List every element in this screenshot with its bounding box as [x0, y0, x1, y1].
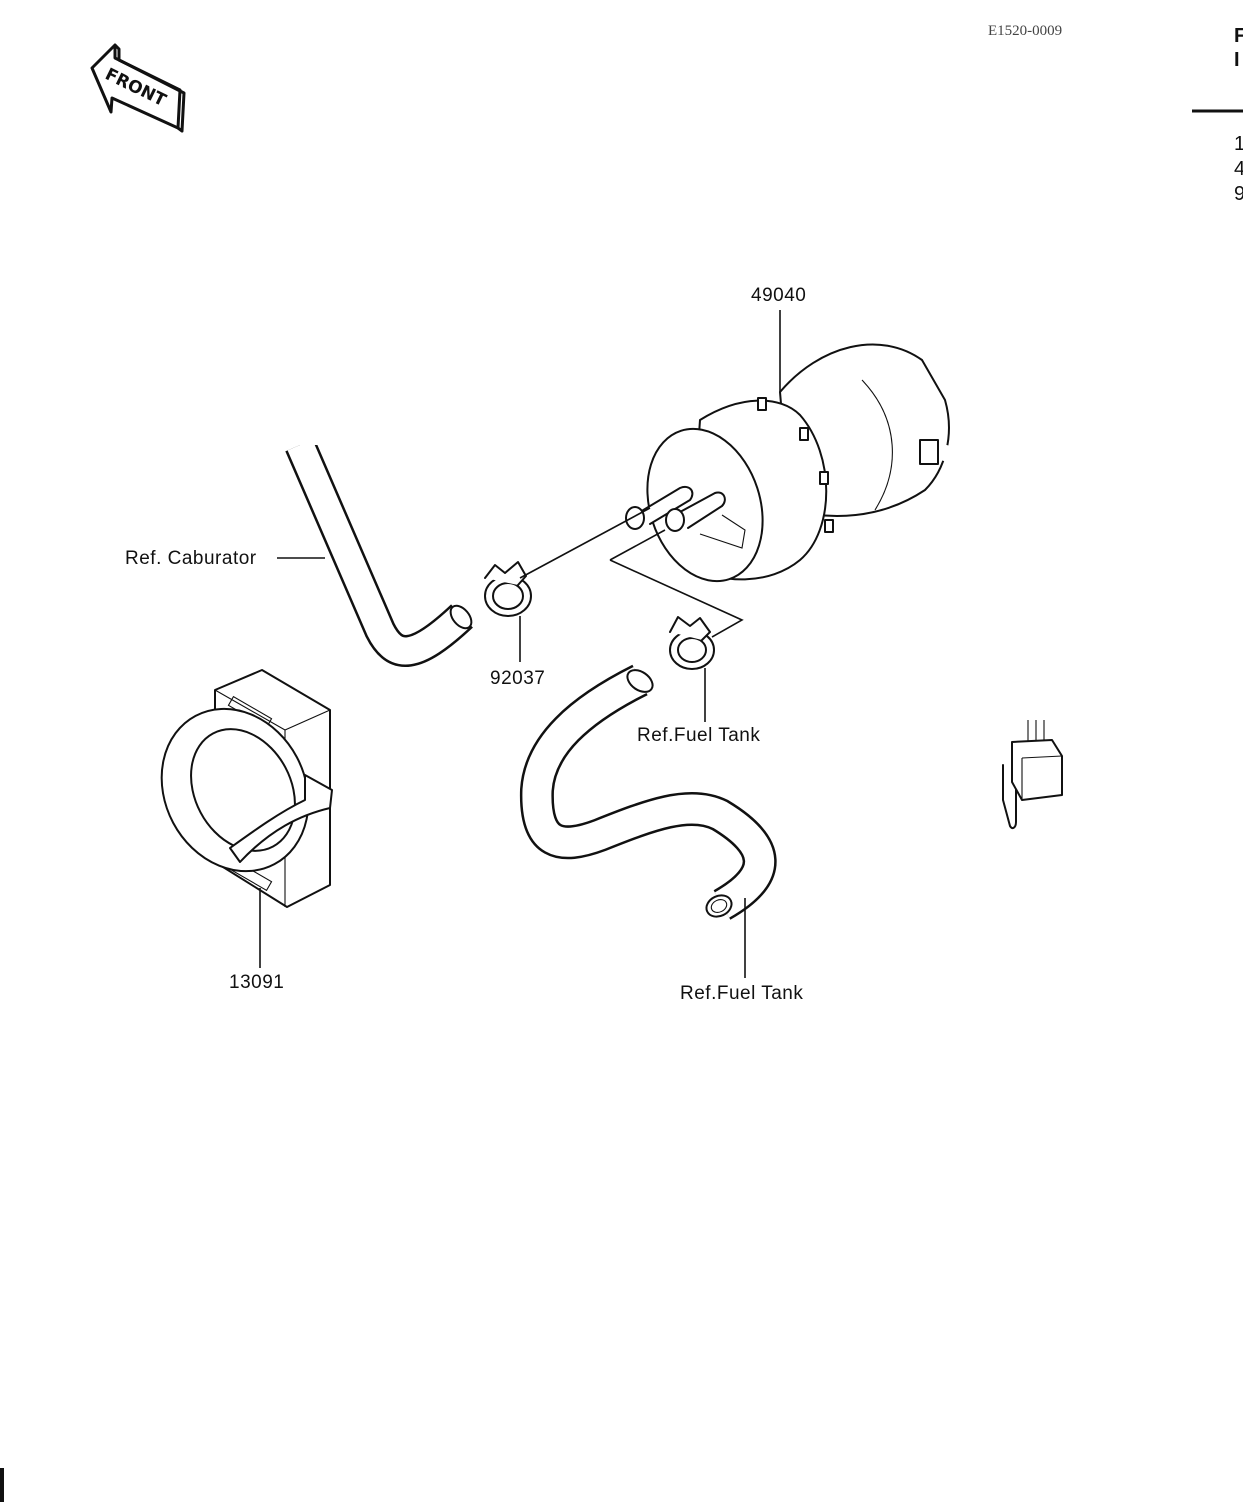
leader-tank-clamp-group — [609, 529, 744, 638]
page-edge-fragment: F I 1 4 9 — [1192, 25, 1243, 205]
leader-clamp-to-nozzle — [519, 507, 651, 579]
edge-digit-3: 9 — [1234, 183, 1243, 205]
fuel-pump — [625, 343, 1063, 830]
callout-fuel-tank-hose: Ref.Fuel Tank — [680, 983, 803, 1004]
callout-92037: 92037 — [490, 668, 545, 689]
carburetor-hose — [270, 420, 473, 667]
drawing-code: E1520-0009 — [988, 23, 1062, 39]
scan-mark — [0, 1468, 4, 1502]
callout-13091: 13091 — [229, 972, 284, 993]
callout-49040: 49040 — [751, 285, 806, 306]
fuel-tank-hose — [519, 664, 777, 920]
hose-clamp-92037 — [484, 561, 532, 617]
callout-fuel-tank-clamp: Ref.Fuel Tank — [637, 725, 760, 746]
bracket-13091 — [160, 669, 333, 908]
fuel-tank-clamp — [669, 616, 715, 670]
front-arrow-icon: FRONT — [90, 43, 186, 133]
edge-letter-1: F — [1234, 25, 1243, 47]
callout-carburetor: Ref. Caburator — [125, 548, 257, 569]
edge-digit-2: 4 — [1234, 158, 1243, 180]
edge-letter-2: I — [1234, 49, 1240, 71]
edge-digit-1: 1 — [1234, 133, 1243, 155]
